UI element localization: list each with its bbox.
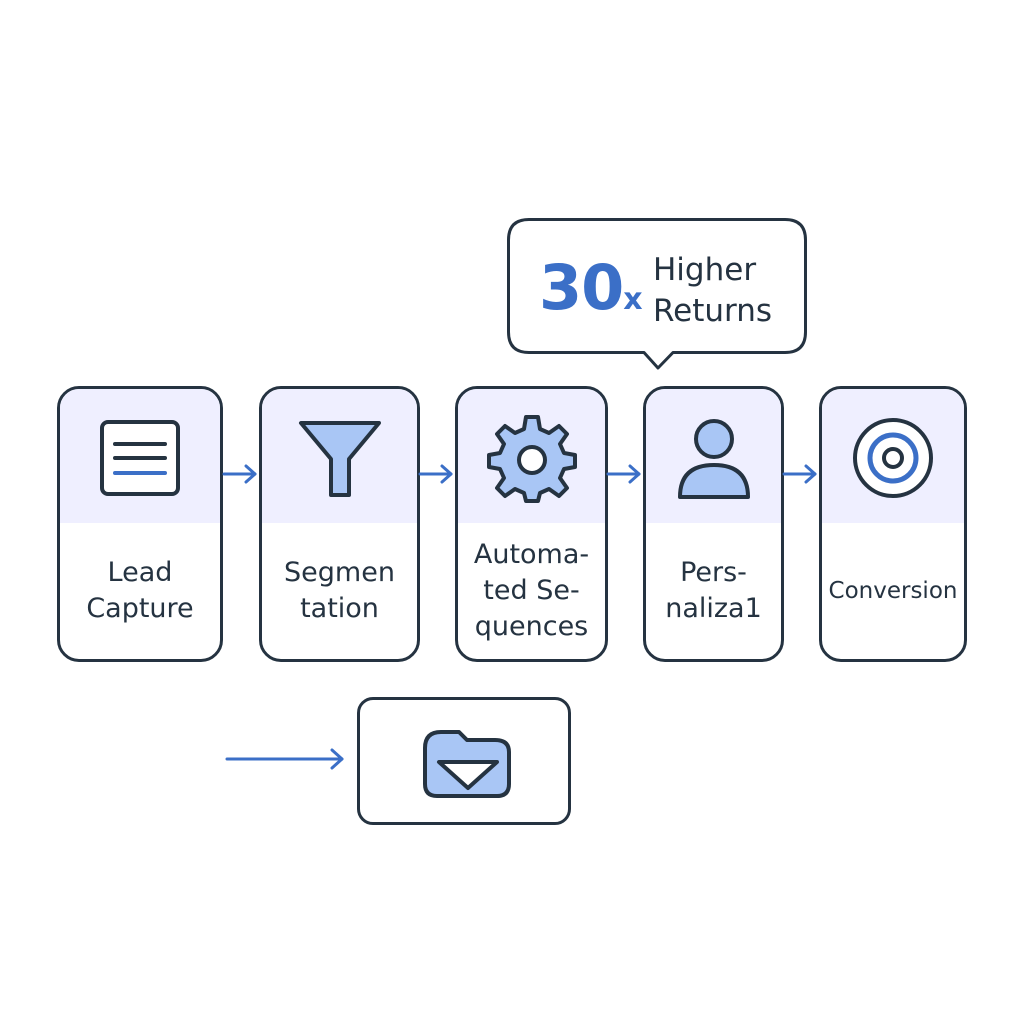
multiplier-value: 30x	[539, 251, 643, 324]
multiplier-suffix: x	[623, 282, 642, 317]
arrow-right-icon	[418, 464, 453, 484]
step-lead-capture: Lead Capture	[57, 386, 223, 662]
document-icon	[95, 413, 185, 503]
step-conversion: Conversion	[819, 386, 967, 662]
step-automated-sequences: Automa- ted Se- quences	[455, 386, 608, 662]
long-arrow-right-icon	[225, 748, 344, 770]
step-segmentation: Segmen tation	[259, 386, 420, 662]
gear-icon	[486, 413, 577, 503]
step-label: Conversion	[828, 578, 958, 604]
callout-text: Higher Returns	[653, 252, 773, 329]
inbox-node	[357, 697, 571, 825]
step-label: Segmen tation	[284, 557, 395, 624]
funnel-icon	[295, 413, 385, 503]
arrow-right-icon	[782, 464, 817, 484]
callout-bubble-shape	[507, 218, 807, 370]
envelope-icon	[423, 730, 511, 798]
step-label: Automa- ted Se- quences	[473, 539, 590, 642]
target-icon	[848, 413, 938, 503]
step-personalization: Pers- naliza1	[643, 386, 784, 662]
user-icon	[669, 413, 759, 503]
arrow-right-icon	[606, 464, 641, 484]
step-label: Lead Capture	[86, 557, 194, 624]
returns-callout: 30x Higher Returns	[507, 218, 807, 370]
arrow-right-icon	[222, 464, 257, 484]
step-label: Pers- naliza1	[665, 557, 762, 624]
